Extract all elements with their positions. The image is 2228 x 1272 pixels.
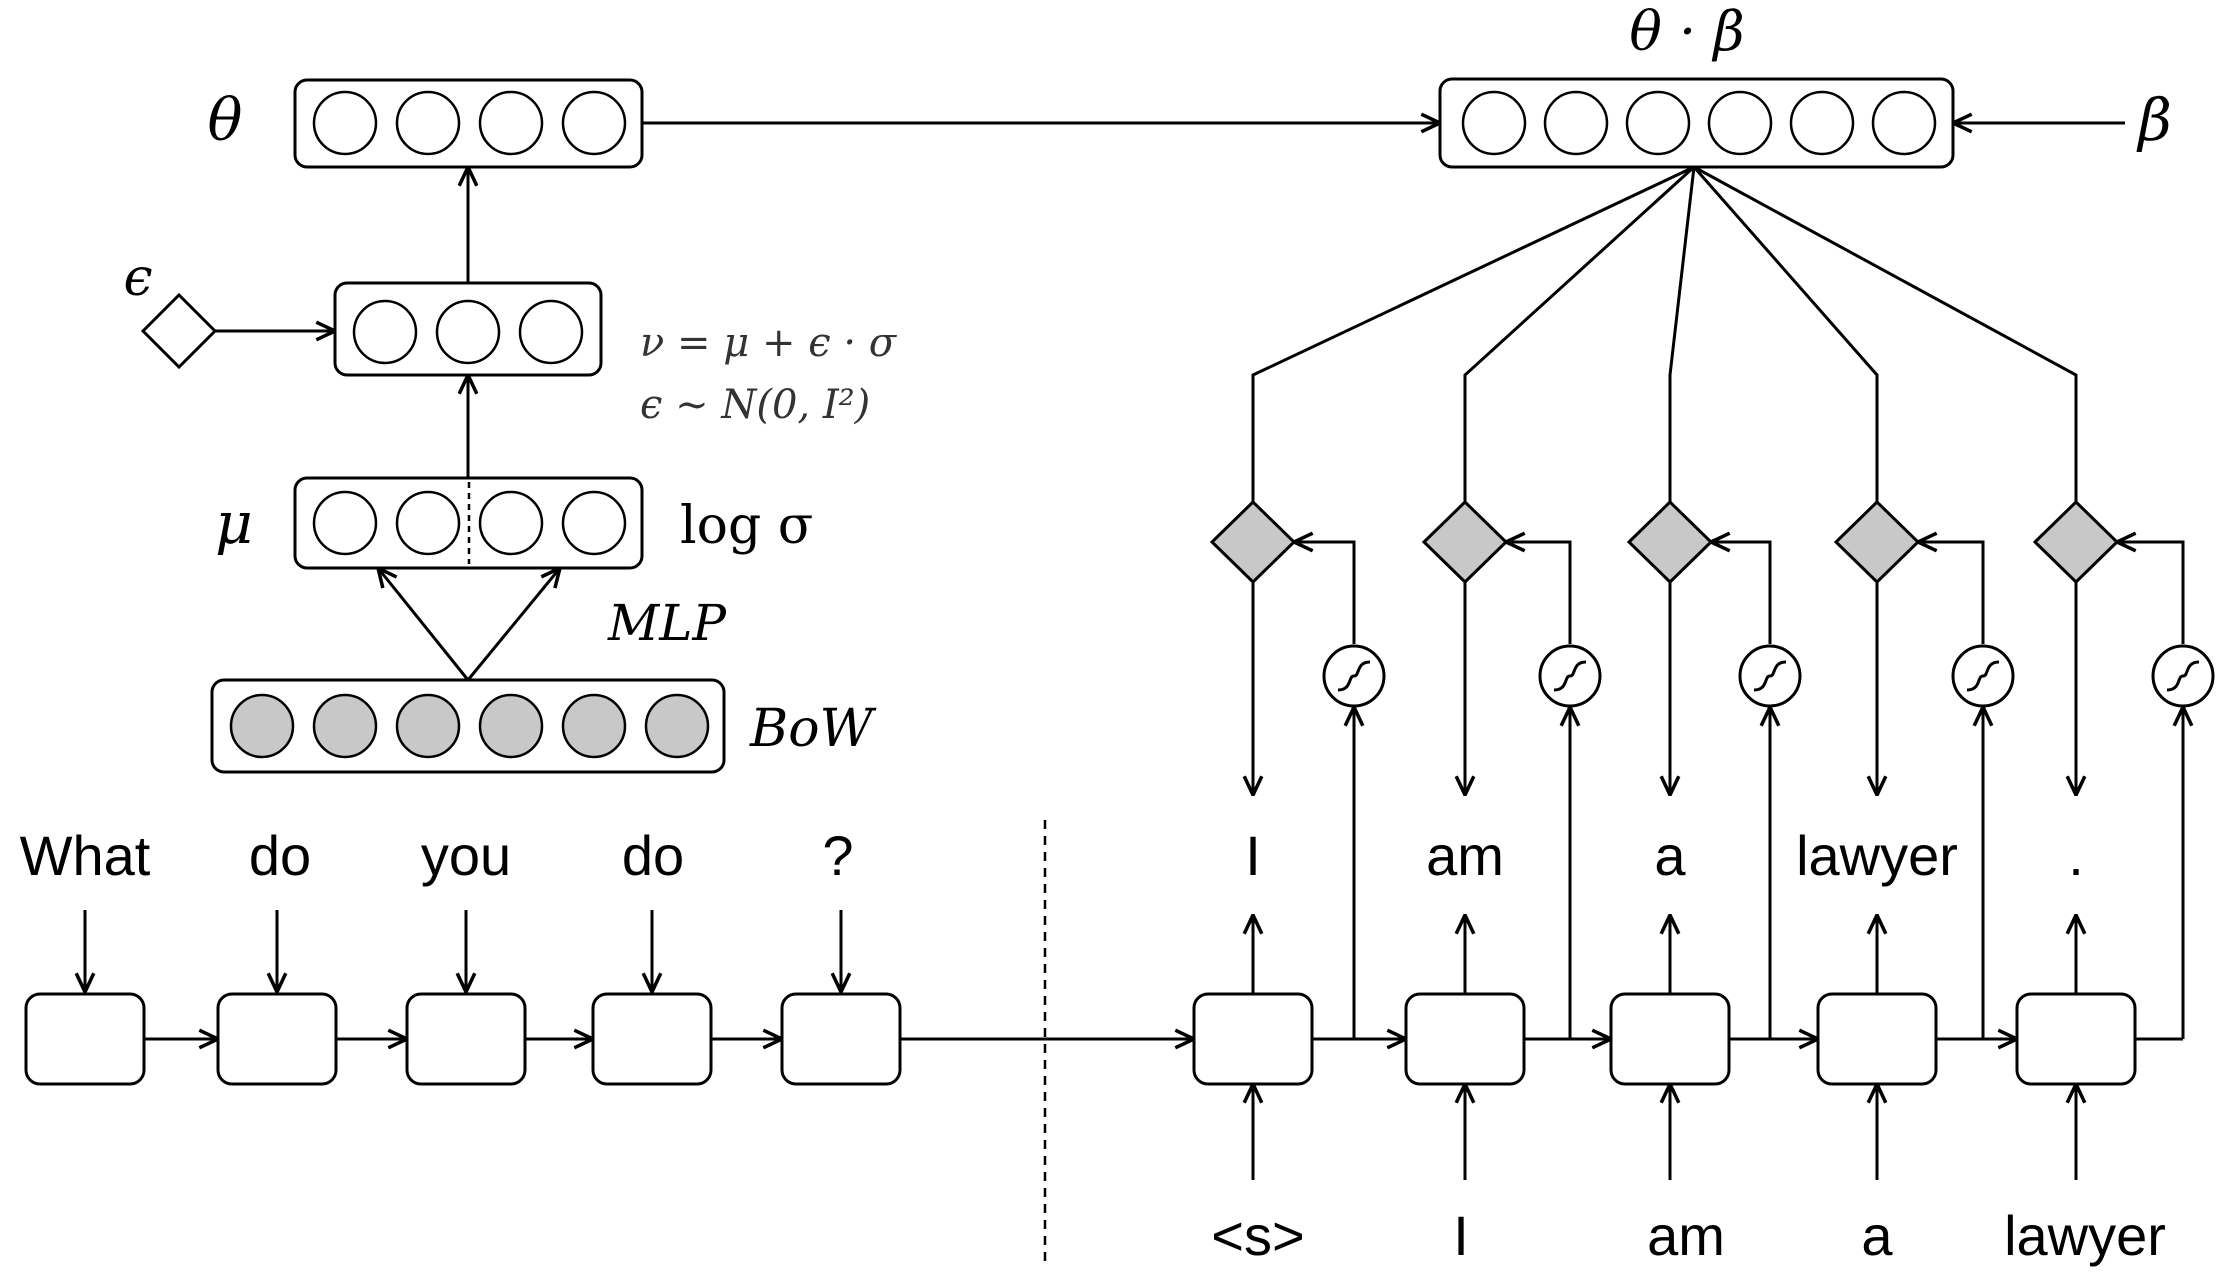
output-token: lawyer — [1796, 824, 1958, 887]
output-token: a — [1654, 824, 1686, 887]
beta-label: β — [2136, 86, 2172, 154]
mlp-label: MLP — [607, 594, 727, 652]
decoder-cell — [1816, 992, 1938, 1086]
theta-vector — [293, 78, 644, 169]
question-token: do — [622, 824, 684, 887]
sigmoid-node — [1951, 644, 2015, 708]
epsilon-node — [140, 292, 218, 370]
nu-vector — [333, 281, 603, 377]
encoder-cell — [24, 992, 146, 1086]
theta-label: θ — [208, 86, 243, 154]
encoder: What do you do ? — [20, 824, 902, 1086]
log-sigma-label: log σ — [680, 496, 813, 556]
encoder-cell — [780, 992, 902, 1086]
reparam-equation: ν = μ + ϵ · σ — [640, 320, 898, 366]
input-token: am — [1647, 1204, 1725, 1267]
bow-label: BoW — [749, 699, 877, 759]
decoder-cell — [2015, 992, 2137, 1086]
mlp-arrow-mu — [378, 568, 470, 681]
output-token: am — [1426, 824, 1504, 887]
decoder-cell — [1192, 992, 1314, 1086]
encoder-cell — [216, 992, 338, 1086]
sigmoid-node — [1738, 644, 1802, 708]
sigmoid-node — [1538, 644, 1602, 708]
input-token: I — [1453, 1204, 1469, 1267]
gate-node — [1209, 499, 1297, 585]
input-token: a — [1861, 1204, 1893, 1267]
encoder-cell — [405, 992, 527, 1086]
gate-node — [1421, 499, 1509, 585]
gate-node — [1833, 499, 1921, 585]
theta-beta-vector — [1438, 77, 1955, 169]
question-token: What — [20, 824, 151, 887]
sigmoid-node — [1322, 644, 1386, 708]
output-token: . — [2068, 824, 2084, 887]
topic-fan-lines — [1251, 165, 2078, 502]
decoder: I am a lawyer . <s> I am a lawyer — [1192, 499, 2215, 1267]
mlp-arrow-sigma — [466, 568, 560, 681]
gate-node — [2032, 499, 2120, 585]
gate-node — [1626, 499, 1714, 585]
theta-beta-label: θ · β — [1629, 0, 1744, 63]
mu-label: μ — [215, 489, 253, 557]
question-token: ? — [822, 824, 853, 887]
decoder-cell — [1609, 992, 1731, 1086]
sigmoid-node — [2151, 644, 2215, 708]
epsilon-distribution: ϵ ∼ N(0, I²) — [640, 382, 870, 428]
mu-logsigma-vector — [293, 476, 644, 570]
output-token: I — [1245, 824, 1261, 887]
question-token: you — [421, 824, 511, 887]
input-token: lawyer — [2004, 1204, 2166, 1267]
bow-vector — [210, 678, 726, 774]
encoder-cell — [591, 992, 713, 1086]
question-token: do — [249, 824, 311, 887]
input-token: <s> — [1211, 1204, 1304, 1267]
decoder-cell — [1404, 992, 1526, 1086]
epsilon-label: ϵ — [123, 248, 152, 308]
